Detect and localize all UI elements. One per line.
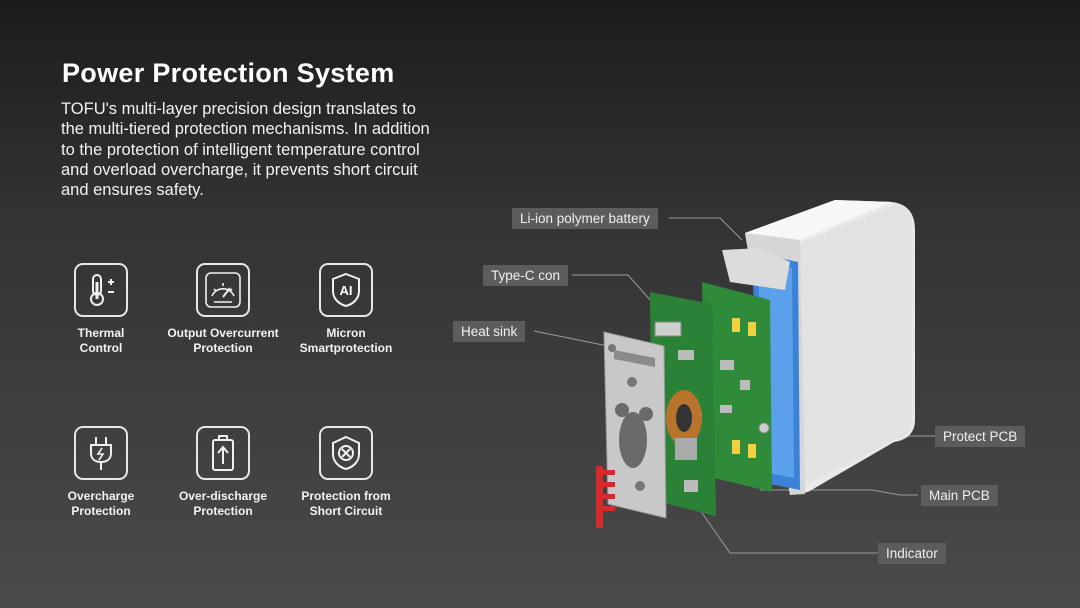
protect-pcb [702, 282, 772, 492]
main-pcb [650, 292, 716, 516]
feature-label: Output Overcurrent Protection [167, 326, 279, 355]
feature-label: Micron Smartprotection [299, 326, 393, 355]
indicator-connector [596, 466, 615, 528]
callout-protect-pcb: Protect PCB [935, 426, 1026, 447]
feature-thermal-control: Thermal Control [31, 263, 171, 356]
feature-overcharge-protection: Overcharge Protection [31, 426, 171, 519]
callout-indicator: Indicator [878, 543, 946, 564]
feature-short-circuit-protection: Protection from Short Circuit [276, 426, 416, 519]
callout-main-pcb: Main PCB [921, 485, 998, 506]
shield-x-icon [319, 426, 373, 480]
gauge-icon [196, 263, 250, 317]
ai-label: AI [339, 282, 353, 298]
feature-label: Overcharge Protection [67, 489, 135, 518]
callout-type-c: Type-C con [483, 265, 569, 286]
ai-shield-icon: AI [319, 263, 373, 317]
description-text: TOFU's multi-layer precision design tran… [61, 100, 430, 200]
heat-sink [603, 331, 667, 519]
feature-label: Over-discharge Protection [178, 489, 268, 518]
feature-output-overcurrent: Output Overcurrent Protection [153, 263, 293, 356]
plug-icon [74, 426, 128, 480]
callout-battery: Li-ion polymer battery [512, 208, 658, 229]
feature-over-discharge-protection: Over-discharge Protection [153, 426, 293, 519]
battery-icon [196, 426, 250, 480]
feature-micron-smartprotection: AI Micron Smartprotection [276, 263, 416, 356]
thermometer-icon [74, 263, 128, 317]
feature-label: Protection from Short Circuit [301, 489, 391, 518]
callout-heat-sink: Heat sink [453, 321, 526, 342]
page-title: Power Protection System [62, 58, 395, 88]
feature-label: Thermal Control [77, 326, 125, 355]
